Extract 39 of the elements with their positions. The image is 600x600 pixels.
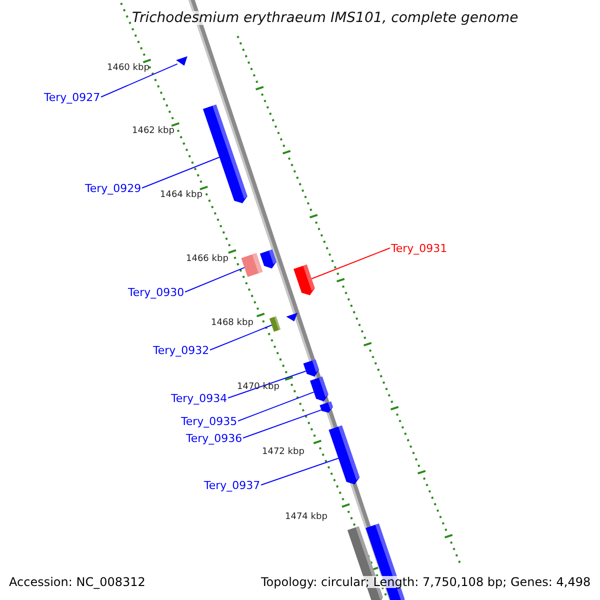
gene-label: Tery_0936 (186, 432, 242, 444)
leader-line (210, 324, 272, 350)
gene-label: Tery_0934 (171, 392, 228, 404)
leader-line (238, 392, 314, 422)
leader-line (311, 248, 390, 280)
tick-label: 1468 kbp (211, 318, 254, 328)
leader-line (142, 156, 220, 188)
gene-label: Tery_0937 (204, 480, 260, 490)
gene-block (303, 359, 320, 377)
gene-label: Tery_0931 (391, 242, 448, 254)
tick-label: 1474 kbp (285, 512, 328, 522)
gene-block (294, 264, 315, 296)
leader-line (184, 267, 245, 292)
gene-block (260, 249, 276, 269)
tick-label: 1466 kbp (186, 254, 228, 264)
gene-label: Tery_0932 (153, 344, 210, 356)
leader-line (228, 370, 306, 398)
accession-text: Accession: NC_008312 (9, 576, 146, 588)
tick-label: 1462 kbp (132, 126, 174, 136)
tick-label: 1472 kbp (262, 448, 304, 456)
gene-block (328, 425, 360, 484)
leader-line (100, 63, 178, 98)
title: Trichodesmium erythraeum IMS101, complete genome (132, 11, 518, 25)
tick-label: 1470 kbp (237, 382, 280, 392)
gene-label: Tery_0930 (128, 286, 184, 298)
gene-block (310, 376, 328, 402)
genome-stats-text: Topology: circular; Length: 7,750,108 bp; Genes: 4,498 (261, 576, 591, 588)
leader-line (260, 458, 339, 486)
leader-line (242, 409, 322, 438)
gene-label: Tery_0927 (44, 92, 100, 102)
gene-block (320, 401, 333, 413)
gene-label: Tery_0935 (181, 416, 238, 426)
gene-block (241, 252, 263, 278)
tick-label: 1460 kbp (107, 64, 150, 72)
gene-label: Tery_0929 (85, 182, 142, 194)
gene-block (176, 56, 188, 66)
gene-block (269, 316, 281, 332)
gene-block (202, 104, 248, 204)
gene-block (286, 312, 298, 322)
